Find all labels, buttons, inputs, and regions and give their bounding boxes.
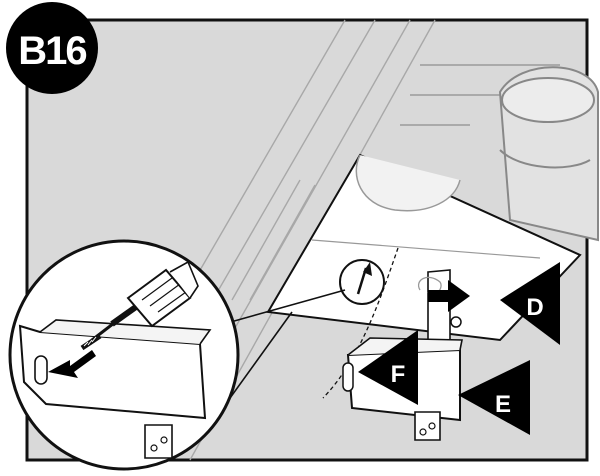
step-label: B16 bbox=[18, 29, 86, 73]
callout-label-d: D bbox=[526, 294, 543, 321]
callout-label-f: F bbox=[391, 361, 406, 388]
cylinder-fitting bbox=[500, 67, 598, 240]
callout-label-e: E bbox=[495, 391, 511, 418]
pilot-hole-marker bbox=[340, 260, 384, 304]
detail-magnifier-icon bbox=[10, 241, 238, 469]
step-badge: B16 bbox=[6, 2, 98, 94]
